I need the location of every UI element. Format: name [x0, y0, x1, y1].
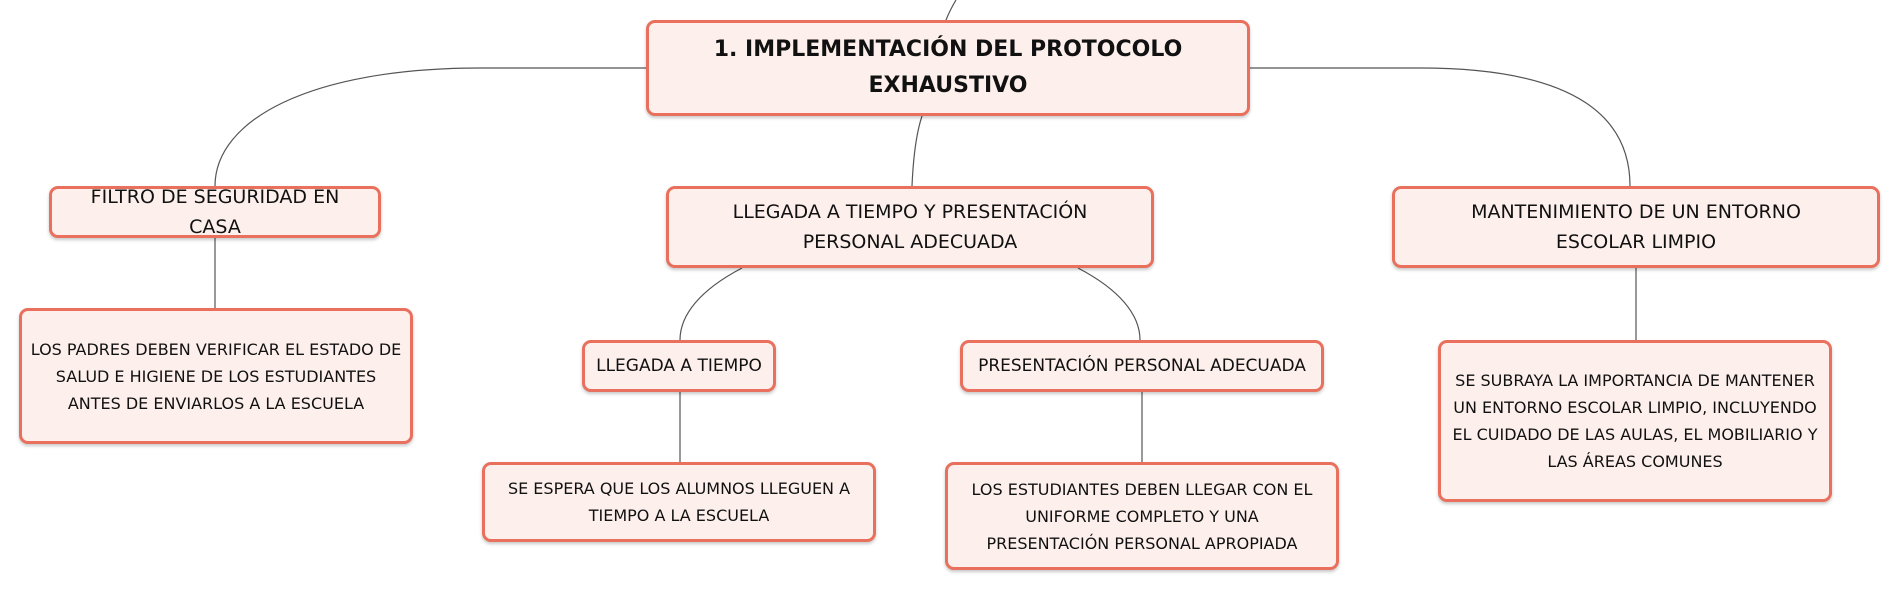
root-node[interactable]: 1. IMPLEMENTACIÓN DEL PROTOCOLO EXHAUSTI…: [646, 20, 1250, 116]
branch-llegada-presentacion-label: LLEGADA A TIEMPO Y PRESENTACIÓN PERSONAL…: [732, 201, 1088, 253]
node-llegada-label: LLEGADA A TIEMPO: [596, 356, 762, 376]
detail-llegada-a-tiempo[interactable]: SE ESPERA QUE LOS ALUMNOS LLEGUEN A TIEM…: [482, 462, 876, 542]
connector-root-entorno: [1250, 67, 1631, 187]
connector-root-filtro: [214, 67, 646, 187]
node-presentacion-label: PRESENTACIÓN PERSONAL ADECUADA: [978, 356, 1306, 376]
connector-group-presentacion: [1077, 267, 1141, 341]
connector-root-parent: [945, 0, 957, 21]
branch-llegada-presentacion[interactable]: LLEGADA A TIEMPO Y PRESENTACIÓN PERSONAL…: [666, 186, 1154, 268]
detail-entorno-text: SE SUBRAYA LA IMPORTANCIA DE MANTENER UN…: [1452, 371, 1818, 471]
node-llegada-a-tiempo[interactable]: LLEGADA A TIEMPO: [582, 340, 776, 392]
detail-llegada-text: SE ESPERA QUE LOS ALUMNOS LLEGUEN A TIEM…: [507, 479, 851, 525]
detail-entorno-limpio[interactable]: SE SUBRAYA LA IMPORTANCIA DE MANTENER UN…: [1438, 340, 1832, 502]
node-presentacion-personal[interactable]: PRESENTACIÓN PERSONAL ADECUADA: [960, 340, 1324, 392]
connector-group-llegada: [679, 267, 743, 341]
detail-presentacion-personal[interactable]: LOS ESTUDIANTES DEBEN LLEGAR CON EL UNIF…: [945, 462, 1339, 570]
connector-root-llegada-presentacion: [911, 115, 923, 187]
branch-filtro-seguridad[interactable]: FILTRO DE SEGURIDAD EN CASA: [49, 186, 381, 238]
detail-presentacion-text: LOS ESTUDIANTES DEBEN LLEGAR CON EL UNIF…: [971, 479, 1313, 553]
branch-entorno-label: MANTENIMIENTO DE UN ENTORNO ESCOLAR LIMP…: [1471, 201, 1801, 253]
root-label: 1. IMPLEMENTACIÓN DEL PROTOCOLO EXHAUSTI…: [713, 37, 1183, 98]
detail-filtro-seguridad[interactable]: LOS PADRES DEBEN VERIFICAR EL ESTADO DE …: [19, 308, 413, 444]
branch-entorno-limpio[interactable]: MANTENIMIENTO DE UN ENTORNO ESCOLAR LIMP…: [1392, 186, 1880, 268]
branch-filtro-label: FILTRO DE SEGURIDAD EN CASA: [90, 186, 340, 238]
detail-filtro-text: LOS PADRES DEBEN VERIFICAR EL ESTADO DE …: [30, 339, 402, 413]
